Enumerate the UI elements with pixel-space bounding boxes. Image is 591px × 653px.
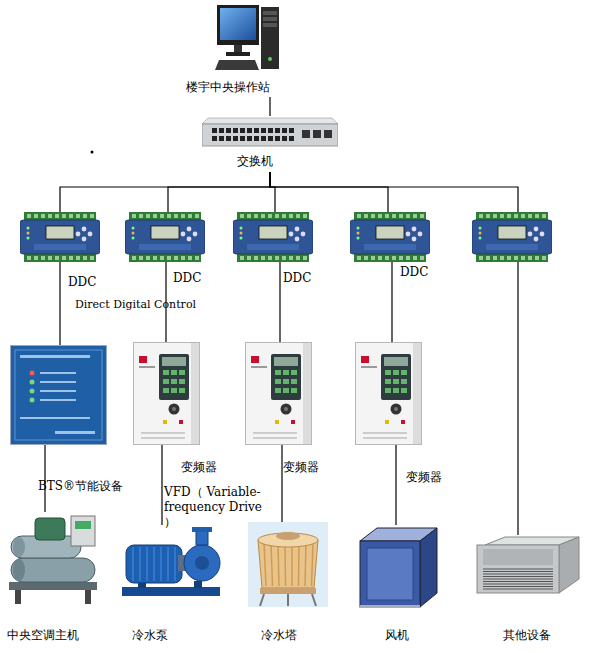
network-wire <box>44 445 45 512</box>
cooling-tower: 冷水塔 <box>248 522 328 607</box>
node-label: 冷水塔 <box>261 628 311 643</box>
node-label: 其他设备 <box>503 628 573 643</box>
network-wire <box>395 445 396 525</box>
node-label: 风机 <box>385 628 425 643</box>
ddc-illustration <box>472 212 552 262</box>
vfd-drive: 变频器 <box>245 342 312 445</box>
fan-illustration <box>355 525 440 610</box>
chiller-illustration <box>5 512 100 605</box>
network-wire <box>281 445 282 522</box>
network-wire <box>161 445 162 525</box>
vfd-drive: 变频器 <box>355 342 422 445</box>
node-label: DDC <box>283 271 317 286</box>
node-label: BTS®节能设备 <box>38 479 148 494</box>
network-wire <box>391 262 392 342</box>
node-label: 变频器 <box>283 460 333 475</box>
node-label: 楼宇中央操作站 <box>160 80 295 95</box>
pump-illustration <box>118 525 225 600</box>
annotation-text: Direct Digital Control <box>75 298 196 312</box>
node-label: 中央空调主机 <box>7 628 97 643</box>
ddc-illustration <box>125 212 205 262</box>
node-label: DDC <box>400 265 434 280</box>
network-wire <box>59 262 60 345</box>
vfd-drive: 变频器VFD（ Variable- frequency Drive ） <box>133 342 200 445</box>
vfd-illustration <box>133 342 200 445</box>
network-wire <box>517 262 518 535</box>
fan-coil-unit: 其他设备 <box>475 535 580 600</box>
node-label: DDC <box>68 275 102 290</box>
network-switch: 交换机 <box>200 116 340 172</box>
ddc-illustration <box>233 212 313 262</box>
ddc-controller: DDC <box>233 212 313 262</box>
network-wire <box>270 172 388 212</box>
operator-workstation: 楼宇中央操作站 <box>160 3 295 97</box>
stray-dot <box>91 151 94 154</box>
tower-illustration <box>248 522 328 607</box>
network-wire <box>270 172 518 212</box>
network-wire <box>270 172 275 212</box>
fan-unit: 风机 <box>355 525 440 610</box>
switch-illustration <box>202 116 338 148</box>
ddc-controller: DDC <box>125 212 205 262</box>
node-label: DDC <box>173 271 207 286</box>
network-wire <box>60 172 270 212</box>
node-label: 交换机 <box>230 154 280 169</box>
node-label: 冷水泵 <box>132 628 182 643</box>
network-wire <box>269 97 270 116</box>
pc-illustration <box>215 3 280 75</box>
water-pump: 冷水泵 <box>118 525 225 600</box>
network-wire <box>168 172 270 212</box>
chiller-unit: 中央空调主机 <box>5 512 100 605</box>
other-illustration <box>475 535 580 600</box>
energy-saving-unit: BTS®节能设备 <box>10 345 107 445</box>
ddc-controller <box>472 212 552 262</box>
network-wire <box>279 262 280 342</box>
node-label: 变频器 <box>406 470 456 485</box>
ddc-illustration <box>350 212 430 262</box>
bts-illustration <box>10 345 107 445</box>
vfd-illustration <box>245 342 312 445</box>
node-label: 变频器 <box>181 460 231 475</box>
ddc-illustration <box>20 212 100 262</box>
ddc-controller: DDC <box>20 212 100 262</box>
vfd-illustration <box>355 342 422 445</box>
ddc-controller: DDC <box>350 212 430 262</box>
